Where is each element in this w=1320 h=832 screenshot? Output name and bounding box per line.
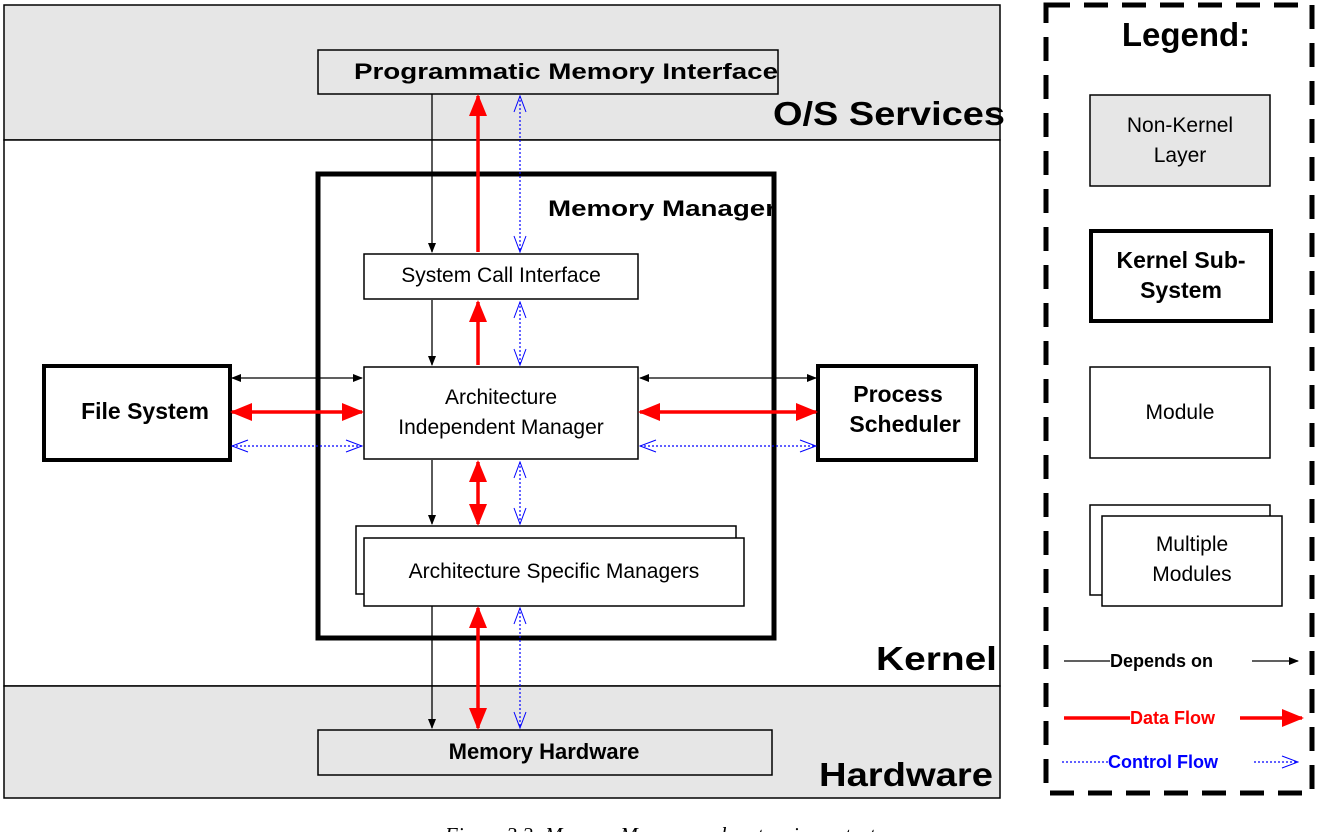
process-scheduler-box [816,364,978,462]
legend-title: Legend: [1122,16,1250,53]
legend-multiple-modules-box [1101,515,1283,607]
legend-kernel-subsystem-label-1: Kernel Sub- [1116,247,1245,273]
legend-kernel-subsystem-label-2: System [1140,277,1222,303]
memory-hardware-label: Memory Hardware [449,739,640,764]
legend-multiple-modules-label-2: Modules [1152,563,1231,586]
memory-manager-label: Memory Manager [548,196,777,221]
file-system-box [42,364,232,462]
file-system-label: File System [81,398,209,424]
os-services-label: O/S Services [773,95,1005,132]
legend-depends-label: Depends on [1110,651,1213,671]
legend-multiple-modules-label-1: Multiple [1156,533,1228,556]
legend-data-label: Data Flow [1130,708,1216,728]
process-scheduler-label-2: Scheduler [849,411,960,437]
legend-module-label: Module [1146,401,1215,424]
kernel-label: Kernel [876,640,997,677]
figure-caption: Figure 3.2: Memory Manager subsystem in … [444,823,876,832]
programmatic-memory-interface-label: Programmatic Memory Interface [354,59,778,84]
legend-module-box [1089,366,1271,459]
hardware-label: Hardware [819,756,993,793]
arch-specific-managers-box [363,537,745,607]
arch-independent-manager-label-1: Architecture [445,386,557,409]
legend-frame [1043,2,1315,796]
programmatic-memory-interface-box [317,49,779,95]
process-scheduler-label-1: Process [853,381,943,407]
system-call-interface-label: System Call Interface [401,264,601,287]
arch-specific-managers-label: Architecture Specific Managers [409,560,700,583]
legend-control-label: Control Flow [1108,752,1219,772]
legend-non-kernel-label-2: Layer [1154,144,1207,167]
legend-non-kernel-label-1: Non-Kernel [1127,114,1233,137]
legend-non-kernel-box [1089,94,1271,187]
system-call-interface-box [363,253,639,300]
memory-hardware-box [317,729,773,776]
arch-independent-manager-label-2: Independent Manager [398,416,604,439]
arch-independent-manager-box [363,366,639,460]
legend-kernel-subsystem-box [1089,229,1273,323]
